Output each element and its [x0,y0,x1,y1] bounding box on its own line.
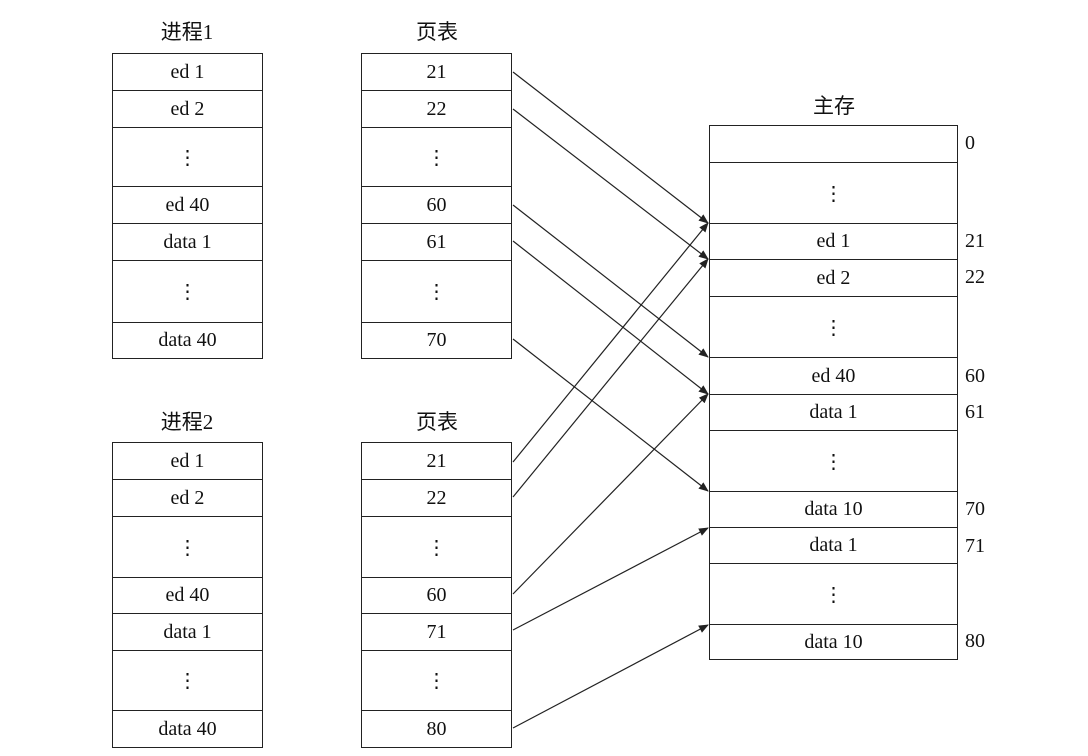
pagetable1-table: 21 22 ⋮ 60 61 ⋮ 70 [361,53,512,359]
pagetable1-title: 页表 [416,20,458,44]
pagetable2-cell: 80 [426,717,447,740]
pagetable1-cell: ⋮ [362,261,511,323]
memory-cell: ed 2 [710,260,957,297]
memory-cell: ed 1 [710,224,957,260]
memory-cell: data 10 [804,630,863,653]
pagetable2-cell: ⋮ [362,651,511,711]
memory-cell: data 1 [710,395,957,431]
arrow-pt1-61 [512,240,709,395]
process1-cell: ⋮ [113,261,262,323]
pagetable1-cell: 61 [362,224,511,261]
process1-cell: ed 1 [113,54,262,91]
pagetable1-cell: 22 [362,91,511,128]
pagetable1-cell: 21 [362,54,511,91]
memory-table: ⋮ ed 1 ed 2 ⋮ ed 40 data 1 ⋮ data 10 dat… [709,125,958,660]
memory-address: 80 [965,630,985,652]
arrow-pt2-60 [512,393,709,595]
process2-cell: ed 40 [113,578,262,614]
pagetable1-cell: 70 [426,329,447,351]
process1-cell: data 40 [158,329,217,351]
process2-cell: ⋮ [113,651,262,711]
process2-cell: ed 1 [113,443,262,480]
memory-address: 60 [965,365,985,387]
memory-cell: ⋮ [710,564,957,625]
memory-address: 70 [965,498,985,520]
memory-cell: data 10 [710,492,957,528]
memory-address: 22 [965,266,985,288]
pagetable2-cell: 60 [362,578,511,614]
pagetable2-title: 页表 [416,410,458,434]
arrow-pt1-70 [512,338,709,492]
arrow-pt2-22 [512,258,709,498]
arrow-pt1-22 [512,108,709,260]
arrow-pt1-60 [512,204,709,358]
process2-table: ed 1 ed 2 ⋮ ed 40 data 1 ⋮ data 40 [112,442,263,748]
process1-table: ed 1 ed 2 ⋮ ed 40 data 1 ⋮ data 40 [112,53,263,359]
pagetable1-cell: ⋮ [362,128,511,187]
pagetable1-cell: 60 [362,187,511,224]
memory-cell: data 1 [710,528,957,564]
process2-cell: ed 2 [113,480,262,517]
process2-cell: data 1 [113,614,262,651]
arrow-pt2-21 [512,222,709,463]
process1-cell: ⋮ [113,128,262,187]
memory-cell: ⋮ [710,163,957,224]
memory-cell [710,126,957,163]
pagetable2-cell: 21 [362,443,511,480]
process1-cell: ed 2 [113,91,262,128]
arrow-pt2-71 [512,527,709,631]
memory-title: 主存 [813,94,855,118]
memory-cell: ⋮ [710,431,957,492]
process1-cell: ed 40 [113,187,262,224]
arrow-pt1-21 [512,71,709,224]
arrow-pt2-80 [512,624,709,729]
memory-cell: ed 40 [710,358,957,395]
memory-address: 21 [965,230,985,252]
process2-cell: data 40 [158,717,217,740]
pagetable2-cell: 22 [362,480,511,517]
pagetable2-cell: 71 [362,614,511,651]
process2-cell: ⋮ [113,517,262,578]
process1-title: 进程1 [160,20,214,44]
process1-cell: data 1 [113,224,262,261]
memory-address: 61 [965,401,985,423]
memory-address: 0 [965,132,975,154]
pagetable2-table: 21 22 ⋮ 60 71 ⋮ 80 [361,442,512,748]
process2-title: 进程2 [160,410,214,434]
pagetable2-cell: ⋮ [362,517,511,578]
memory-address: 71 [965,535,985,557]
memory-cell: ⋮ [710,297,957,358]
